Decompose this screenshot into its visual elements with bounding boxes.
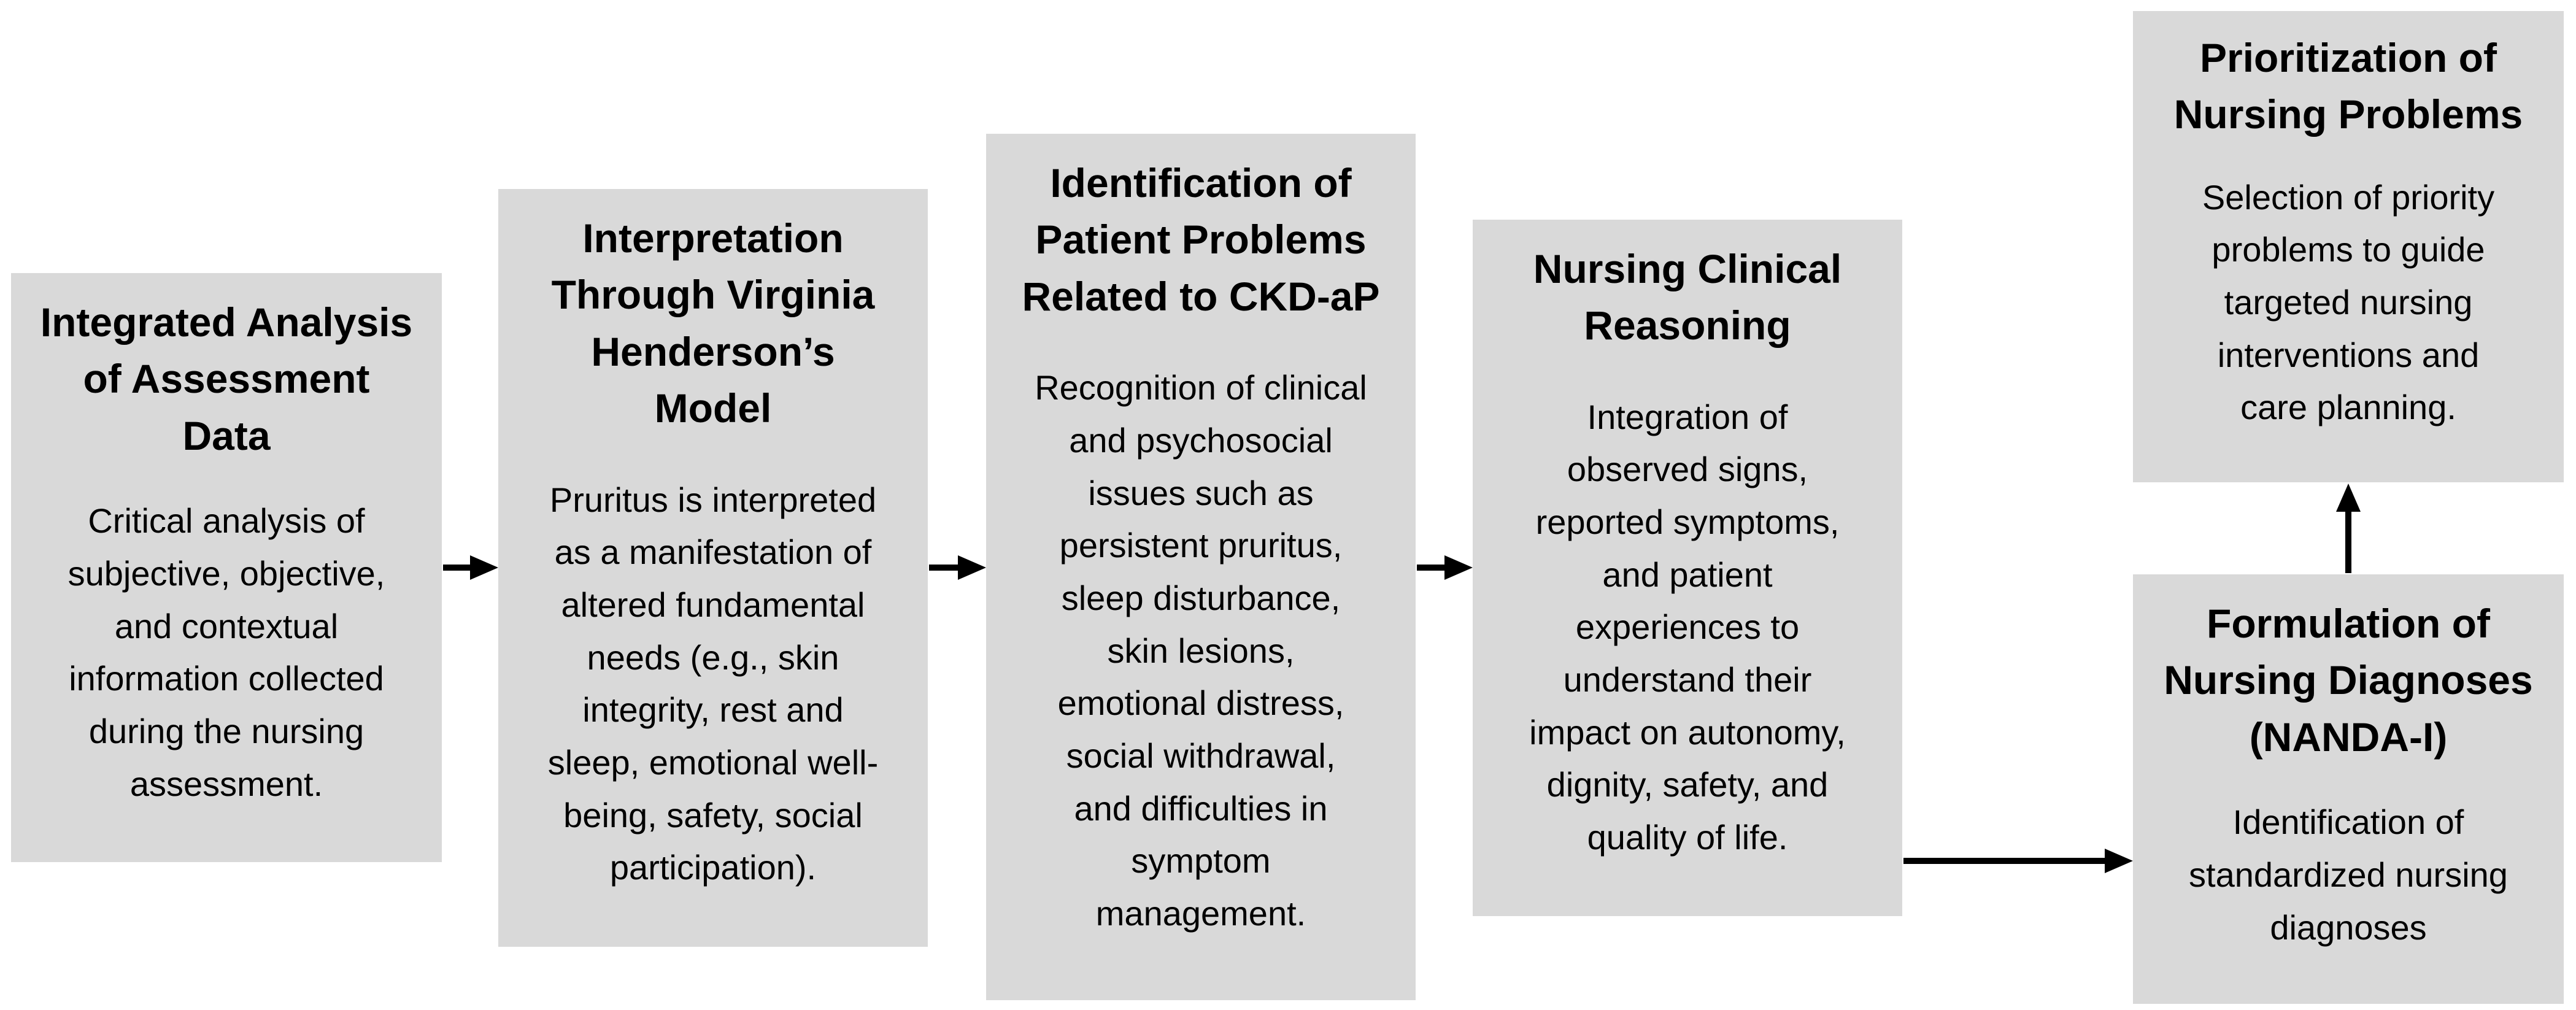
step-problem-identification: Identification of Patient Problems Relat…	[986, 134, 1416, 1000]
step-clinical-reasoning: Nursing Clinical Reasoning Integration o…	[1473, 220, 1902, 916]
step-body: Pruritus is interpreted as a manifestati…	[547, 480, 879, 887]
step-title: Interpretation Through Virginia Henderso…	[551, 215, 875, 431]
step-body: Integration of observed signs, reported …	[1529, 397, 1846, 857]
step-title: Nursing Clinical Reasoning	[1533, 246, 1842, 349]
step-body: Selection of priority problems to guide …	[2202, 177, 2495, 427]
arrowhead-step5	[2105, 849, 2133, 873]
step-body: Recognition of clinical and psychosocial…	[1035, 368, 1367, 933]
arrowhead-step2	[470, 555, 498, 580]
step-integrated-analysis: Integrated Analysis of Assessment Data C…	[11, 273, 442, 862]
step-henderson-interpretation: Interpretation Through Virginia Henderso…	[498, 189, 928, 947]
arrowhead-step6	[2336, 484, 2361, 512]
step-body: Critical analysis of subjective, objecti…	[67, 501, 385, 803]
step-body: Identification of standardized nursing d…	[2189, 803, 2508, 947]
step-title: Formulation of Nursing Diagnoses (NANDA-…	[2164, 601, 2533, 760]
step-title: Integrated Analysis of Assessment Data	[40, 299, 413, 458]
step-nursing-diagnoses: Formulation of Nursing Diagnoses (NANDA-…	[2133, 574, 2564, 1004]
arrowhead-step4	[1444, 555, 1473, 580]
step-title: Prioritization of Nursing Problems	[2173, 35, 2523, 137]
step-title: Identification of Patient Problems Relat…	[1022, 160, 1380, 319]
arrowhead-step3	[958, 555, 986, 580]
step-prioritization: Prioritization of Nursing Problems Selec…	[2133, 11, 2564, 482]
